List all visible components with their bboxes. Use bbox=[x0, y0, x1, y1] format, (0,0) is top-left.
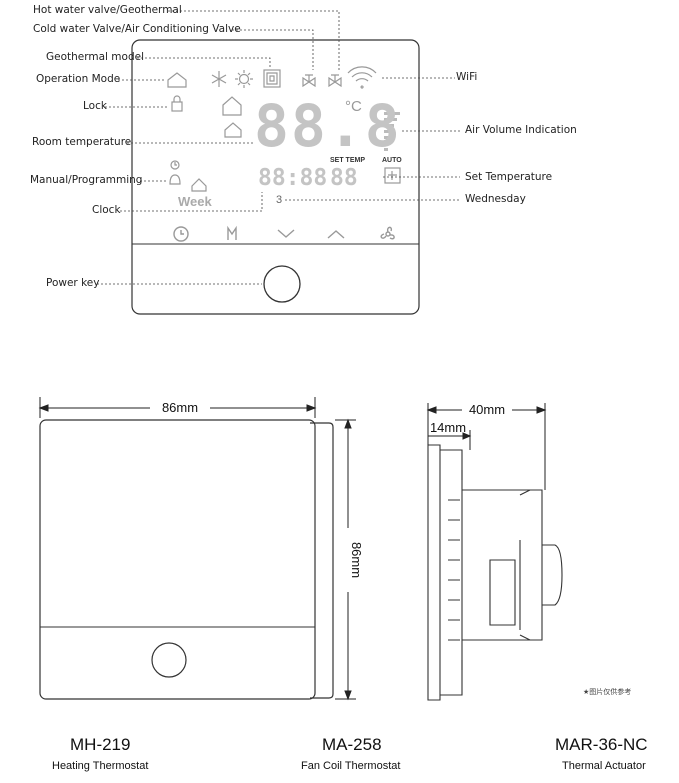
mode-touch-icon bbox=[227, 225, 237, 240]
cold-valve-icon bbox=[328, 74, 342, 88]
product-desc-2: Fan Coil Thermostat bbox=[301, 760, 401, 772]
home-mode-icon bbox=[167, 72, 187, 88]
label-wednesday: Wednesday bbox=[465, 193, 526, 205]
label-air-volume: Air Volume Indication bbox=[465, 124, 577, 136]
air-volume-bars bbox=[384, 112, 400, 151]
width-dim-label: 86mm bbox=[162, 400, 198, 415]
program-house-icon bbox=[191, 178, 207, 192]
depth-dimension bbox=[426, 403, 547, 490]
side-view bbox=[427, 444, 563, 701]
clock-digits: 88:88 bbox=[258, 165, 328, 191]
label-operation-mode: Operation Mode bbox=[36, 73, 121, 85]
hot-valve-icon bbox=[302, 74, 316, 88]
label-lock: Lock bbox=[83, 100, 107, 112]
day-number: 3 bbox=[276, 194, 283, 206]
operation-mode-icons bbox=[167, 66, 401, 192]
width-dimension bbox=[38, 397, 317, 418]
front-view bbox=[39, 419, 334, 700]
auto-label: AUTO bbox=[382, 157, 402, 164]
down-touch-icon bbox=[277, 229, 295, 238]
height-dimension bbox=[335, 418, 356, 701]
lock-icon bbox=[171, 101, 183, 112]
product-model-1: MH-219 bbox=[70, 735, 131, 754]
label-room-temperature: Room temperature bbox=[32, 136, 132, 148]
fan-touch-icon bbox=[380, 226, 395, 240]
label-set-temperature: Set Temperature bbox=[465, 171, 553, 183]
label-manual-programming: Manual/Programming bbox=[30, 174, 143, 186]
reference-note: ★图片仅供参考 bbox=[583, 688, 632, 696]
power-key-circle bbox=[263, 265, 301, 303]
auto-fan-icon bbox=[384, 167, 401, 184]
product-model-2: MA-258 bbox=[322, 735, 382, 754]
snowflake-icon bbox=[211, 71, 227, 87]
outdoor-temp-icon bbox=[224, 122, 242, 138]
week-label: Week bbox=[178, 194, 212, 209]
set-temp-digits: 88 bbox=[330, 165, 358, 191]
product-model-3: MAR-36-NC bbox=[555, 735, 648, 754]
label-hot-water-valve: Hot water valve/Geothermal bbox=[33, 4, 182, 16]
sun-icon bbox=[238, 73, 250, 85]
label-cold-water-valve: Cold water Valve/Air Conditioning Valve bbox=[33, 23, 241, 35]
label-wifi: WiFi bbox=[456, 71, 478, 83]
power-touch-icon bbox=[173, 226, 189, 242]
indoor-temp-icon bbox=[222, 96, 242, 116]
height-dim-label: 86mm bbox=[349, 542, 364, 578]
up-touch-icon bbox=[327, 230, 345, 239]
hand-icon bbox=[169, 174, 181, 185]
geothermal-icon bbox=[263, 69, 281, 88]
clock-small-icon bbox=[170, 160, 180, 170]
label-geothermal-model: Geothermal model bbox=[46, 51, 144, 63]
set-temp-label: SET TEMP bbox=[330, 157, 366, 164]
room-temp-digits: 88.8 bbox=[254, 92, 402, 160]
wifi-icon bbox=[347, 66, 377, 89]
label-clock: Clock bbox=[92, 204, 121, 216]
celsius-symbol: °C bbox=[345, 98, 362, 115]
callout-lines bbox=[97, 10, 460, 285]
touch-keys bbox=[173, 225, 395, 242]
label-power-key: Power key bbox=[46, 277, 100, 289]
product-desc-3: Thermal Actuator bbox=[562, 760, 646, 772]
depth-total-label: 40mm bbox=[469, 402, 505, 417]
product-desc-1: Heating Thermostat bbox=[52, 760, 149, 772]
depth-front-label: 14mm bbox=[430, 420, 466, 435]
